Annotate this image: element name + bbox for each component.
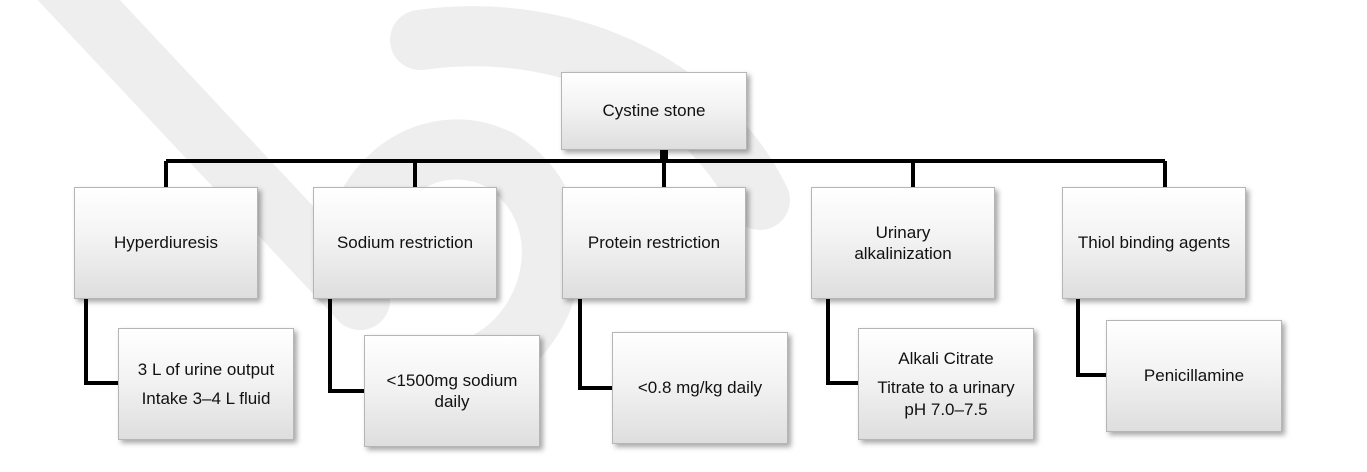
category-node-hyperdiuresis: Hyperdiuresis [74,187,258,299]
detail-text: Penicillamine [1143,366,1245,386]
category-node-sodium-restriction: Sodium restriction [313,187,497,299]
category-node-protein-restriction: Protein restriction [562,187,746,299]
detail-node-protein-restriction: <0.8 mg/kg daily [612,332,788,444]
detail-node-sodium-restriction: <1500mg sodium daily [364,335,540,447]
root-node-label: Cystine stone [602,101,706,121]
root-node-cystine-stone: Cystine stone [561,72,747,150]
category-label: Urinary alkalinization [854,222,952,263]
detail-text: <0.8 mg/kg daily [637,378,763,398]
category-label: Hyperdiuresis [114,233,218,253]
detail-text: Titrate to a urinary pH 7.0–7.5 [877,378,1015,419]
detail-node-thiol-binding-agents: Penicillamine [1106,320,1282,432]
category-label: Protein restriction [587,233,721,253]
detail-text: Intake 3–4 L fluid [141,389,271,408]
category-label: Thiol binding agents [1077,233,1231,253]
category-label: Sodium restriction [336,233,474,253]
detail-text: <1500mg sodium daily [386,370,518,411]
detail-text: Alkali Citrate [898,349,994,369]
category-node-urinary-alkalinization: Urinary alkalinization [811,187,995,299]
category-node-thiol-binding-agents: Thiol binding agents [1062,187,1246,299]
detail-node-hyperdiuresis: 3 L of urine output Intake 3–4 L fluid [118,328,294,440]
detail-node-urinary-alkalinization: Alkali Citrate Titrate to a urinary pH 7… [858,328,1034,440]
detail-text: 3 L of urine output [137,359,275,379]
